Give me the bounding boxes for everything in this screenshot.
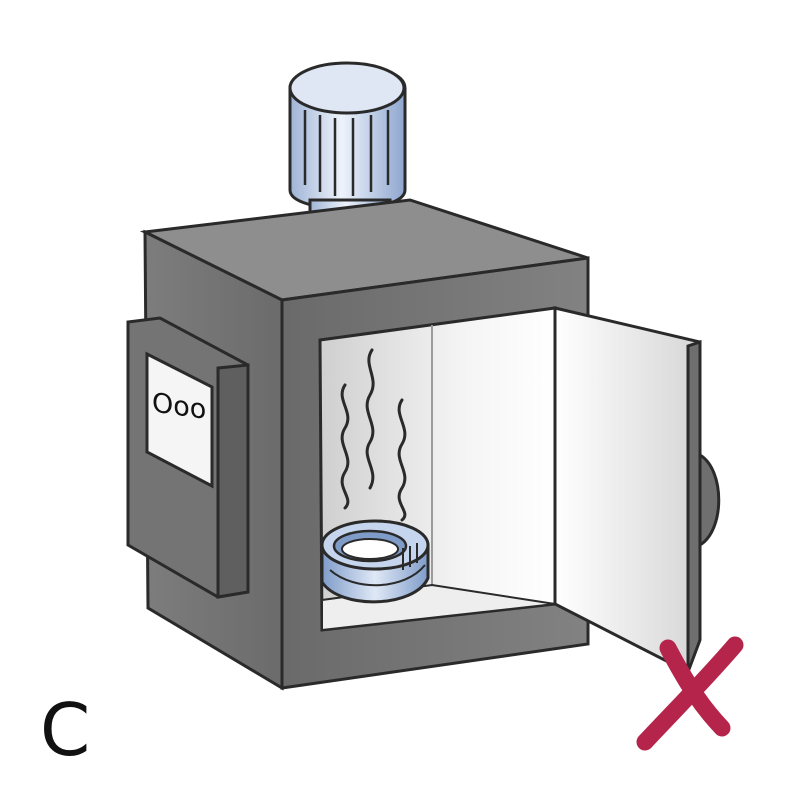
heat-waves-icon (340, 348, 407, 522)
panel-letter: C (40, 688, 90, 772)
cross-mark-icon (636, 636, 744, 751)
display-readout: Ooo (152, 387, 206, 425)
control-panel: Ooo (126, 316, 250, 599)
door-hinge (698, 452, 721, 548)
bearing-icon (320, 519, 430, 604)
heater-knob-icon (288, 61, 407, 252)
